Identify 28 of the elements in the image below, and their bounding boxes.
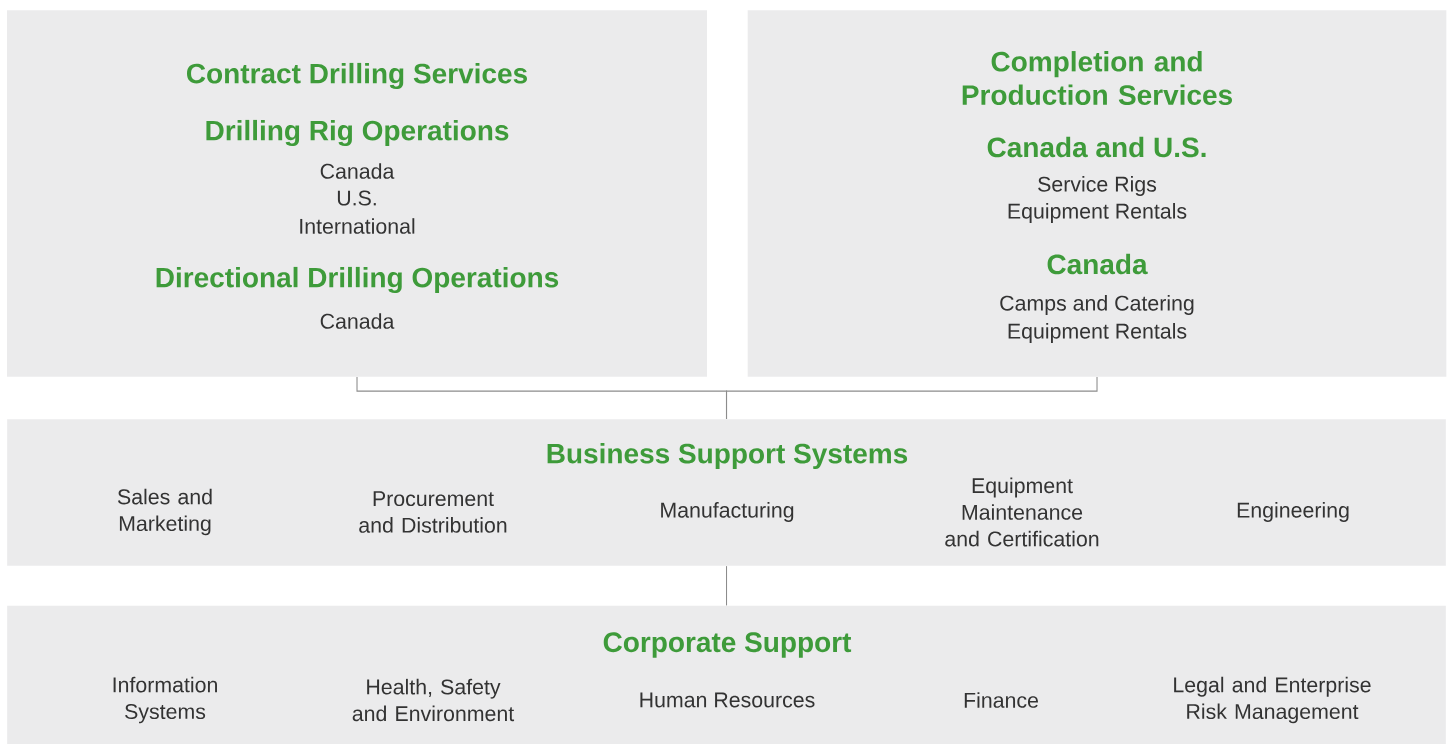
connector-line bbox=[725, 376, 1098, 420]
heading: Business Support Systems bbox=[547, 442, 908, 470]
item-label: Legal and Enterprise Risk Management bbox=[1174, 676, 1371, 724]
item-label: Equipment Maintenance and Certification bbox=[945, 477, 1099, 547]
heading: Completion and Production Services bbox=[962, 51, 1232, 105]
item-label: Manufacturing bbox=[661, 502, 794, 522]
heading: Drilling Rig Operations bbox=[206, 119, 509, 147]
item-label: Equipment Rentals bbox=[1008, 203, 1187, 223]
heading: Canada bbox=[1047, 253, 1148, 275]
item-label: Camps and Catering bbox=[1000, 295, 1194, 315]
heading: Directional Drilling Operations bbox=[156, 266, 559, 294]
item-label: Human Resources bbox=[640, 692, 815, 708]
item-label: Finance bbox=[964, 692, 1038, 708]
item-label: Canada bbox=[320, 163, 395, 179]
item-label: Procurement and Distribution bbox=[359, 491, 507, 533]
item-label: Information Systems bbox=[113, 676, 217, 724]
item-label: Engineering bbox=[1237, 502, 1349, 522]
item-label: Sales and Marketing bbox=[117, 488, 212, 536]
item-label: Service Rigs bbox=[1038, 176, 1157, 196]
item-label: Health, Safety and Environment bbox=[352, 678, 515, 722]
item-label: International bbox=[300, 218, 415, 234]
item-label: Equipment Rentals bbox=[1008, 323, 1187, 343]
heading: Contract Drilling Services bbox=[187, 62, 527, 90]
connector-line bbox=[725, 565, 728, 606]
item-label: Canada bbox=[320, 313, 395, 329]
item-label: U.S. bbox=[337, 190, 376, 206]
heading: Canada and U.S. bbox=[987, 136, 1206, 158]
heading: Corporate Support bbox=[603, 632, 852, 658]
